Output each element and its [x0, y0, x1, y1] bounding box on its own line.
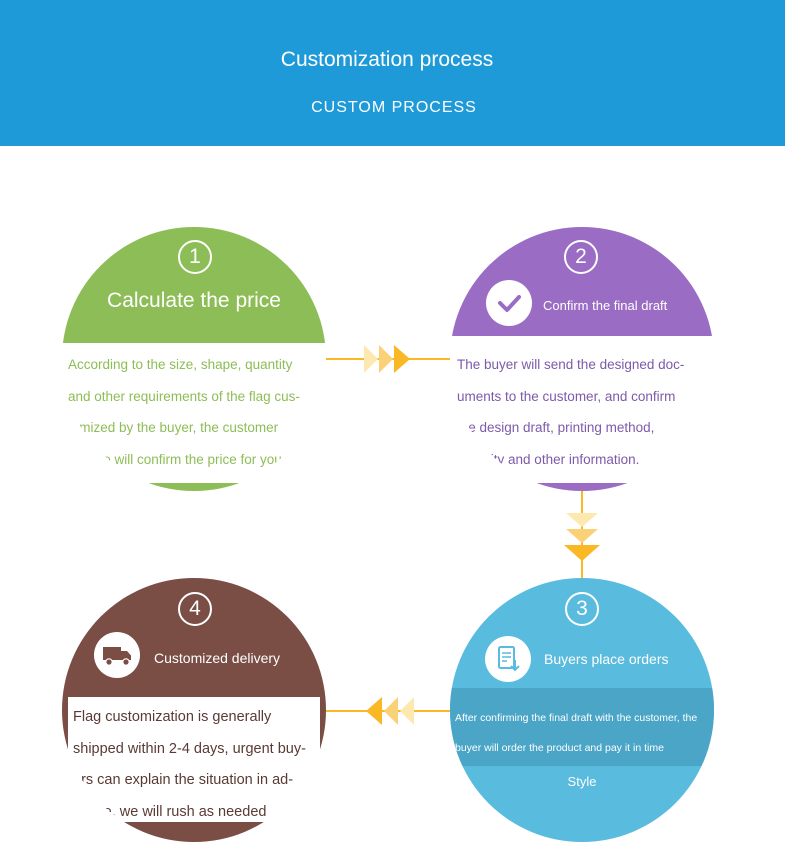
step-1-number-badge: 1 — [178, 240, 212, 274]
step-4-card: 4 Customized delivery Flag customization… — [62, 578, 326, 842]
step-3-description: After confirming the final draft with th… — [455, 712, 698, 754]
truck-icon — [94, 632, 140, 678]
step-4-number-badge: 4 — [178, 592, 212, 626]
arrow-down-connector-icon — [564, 491, 600, 579]
step-1-card: 1 Calculate the price According to the s… — [62, 227, 326, 491]
banner-subtitle: CUSTOM PROCESS — [311, 99, 477, 116]
step-2-title: Confirm the final draft — [543, 298, 668, 313]
header-banner: Customization process CUSTOM PROCESS — [0, 0, 785, 146]
step-3-card: 3 Buyers place orders After confirming t… — [450, 578, 714, 842]
step-1-title: Calculate the price — [107, 289, 281, 312]
step-2-card: 2 Confirm the final draft The buyer will… — [450, 227, 714, 491]
step-4-title: Customized delivery — [154, 650, 281, 666]
step-1-description: According to the size, shape, quantity a… — [68, 357, 300, 467]
step-2-description: The buyer will send the designed doc- um… — [457, 357, 685, 467]
checkmark-icon — [486, 280, 532, 326]
step-3-style-label: Style — [567, 774, 597, 789]
document-download-icon — [485, 636, 531, 682]
arrow-right-connector-icon — [326, 345, 450, 373]
step-4-description: Flag customization is generally shipped … — [73, 709, 306, 820]
step-3-number-badge: 3 — [565, 592, 599, 626]
banner-title: Customization process — [280, 48, 494, 71]
step-3-title: Buyers place orders — [544, 651, 669, 667]
step-2-number-badge: 2 — [564, 240, 598, 274]
arrow-left-connector-icon — [326, 697, 450, 725]
